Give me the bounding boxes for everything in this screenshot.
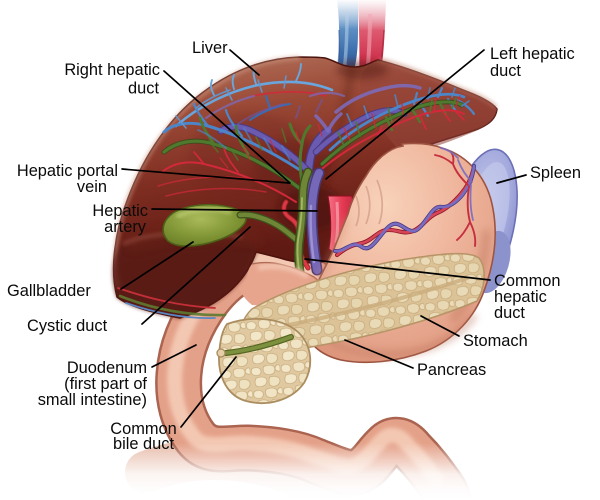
svg-text:Duodenum: Duodenum xyxy=(67,359,147,377)
svg-text:Cystic duct: Cystic duct xyxy=(27,317,108,335)
svg-text:small intestine): small intestine) xyxy=(38,391,147,409)
svg-text:duct: duct xyxy=(490,62,521,80)
svg-text:Right hepatic: Right hepatic xyxy=(64,61,160,79)
svg-text:Spleen: Spleen xyxy=(530,164,581,182)
svg-text:Hepatic portal: Hepatic portal xyxy=(17,162,118,180)
svg-text:Hepatic: Hepatic xyxy=(92,202,148,220)
svg-text:Gallbladder: Gallbladder xyxy=(7,282,91,300)
svg-text:Stomach: Stomach xyxy=(463,332,528,350)
svg-text:Pancreas: Pancreas xyxy=(417,361,486,379)
svg-text:duct: duct xyxy=(128,80,159,98)
svg-text:vein: vein xyxy=(77,178,107,196)
svg-text:artery: artery xyxy=(104,218,147,236)
svg-text:hepatic: hepatic xyxy=(494,288,547,306)
svg-text:bile duct: bile duct xyxy=(113,435,174,453)
svg-text:Liver: Liver xyxy=(192,39,228,57)
svg-text:Left hepatic: Left hepatic xyxy=(490,45,575,63)
svg-text:(first part of: (first part of xyxy=(64,375,147,393)
svg-text:Common: Common xyxy=(110,420,177,438)
svg-text:Common: Common xyxy=(494,272,561,290)
svg-text:duct: duct xyxy=(494,304,525,322)
